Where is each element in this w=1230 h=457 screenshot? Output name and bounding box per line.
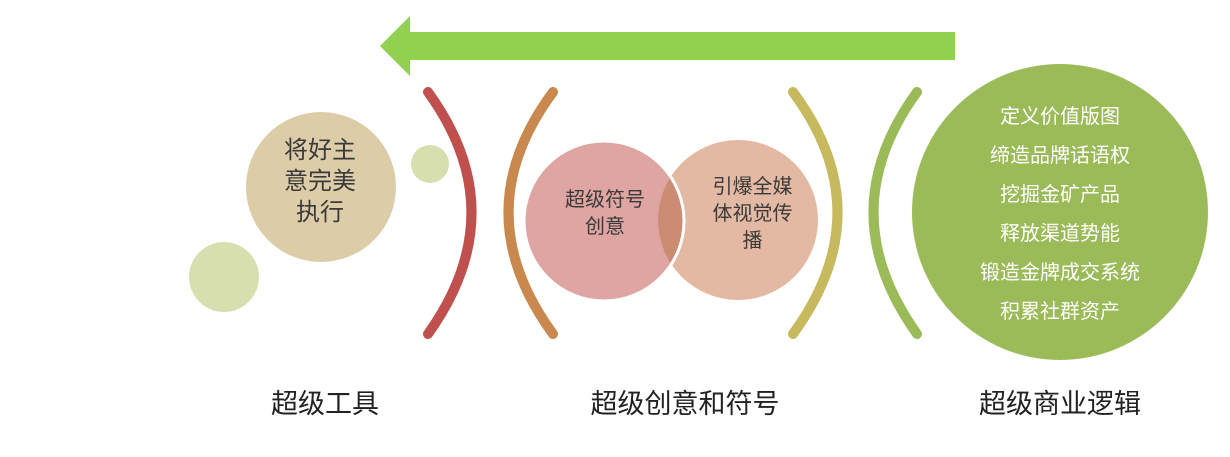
symbol-circle-text: 超级符号 创意 — [545, 186, 665, 240]
media-circle-text: 引爆全媒 体视觉传 播 — [690, 173, 815, 254]
bracket-orange — [503, 87, 558, 339]
tool-circle-line: 执行 — [296, 198, 344, 226]
logic-item: 锻造金牌成交系统 — [980, 260, 1140, 284]
symbol-circle — [524, 141, 684, 301]
label-super-creative: 超级创意和符号 — [590, 389, 780, 420]
logic-item: 挖掘金矿产品 — [1000, 182, 1120, 206]
symbol-circle-line: 超级符号 — [565, 187, 645, 211]
logic-item: 积累社群资产 — [1000, 299, 1120, 323]
logic-item: 定义价值版图 — [1000, 104, 1120, 128]
logic-item: 释放渠道势能 — [1000, 221, 1120, 245]
logic-circle — [912, 64, 1208, 360]
media-circle — [658, 140, 818, 300]
logic-item: 缔造品牌话语权 — [990, 143, 1130, 167]
tool-circle-line: 意完美 — [284, 167, 356, 195]
media-circle-line: 体视觉传 — [712, 201, 793, 225]
tool-circle — [246, 112, 396, 262]
bracket-red — [423, 87, 477, 339]
logic-circle-list: 定义价值版图 缔造品牌话语权 挖掘金矿产品 释放渠道势能 锻造金牌成交系统 积累… — [935, 97, 1185, 331]
label-super-tool: 超级工具 — [271, 389, 379, 420]
small-circle-top — [411, 145, 449, 183]
symbol-circle-line: 创意 — [585, 214, 625, 238]
bracket-green — [868, 87, 922, 339]
bracket-olive — [788, 87, 843, 339]
small-circle-left — [189, 242, 259, 312]
media-circle-line: 播 — [742, 228, 763, 252]
tool-circle-text: 将好主 意完美 执行 — [255, 135, 385, 228]
direction-arrow — [380, 16, 955, 76]
tool-circle-line: 将好主 — [284, 136, 356, 164]
overlap-outline — [522, 139, 686, 303]
media-circle-line: 引爆全媒 — [712, 174, 793, 198]
label-super-logic: 超级商业逻辑 — [979, 389, 1141, 420]
